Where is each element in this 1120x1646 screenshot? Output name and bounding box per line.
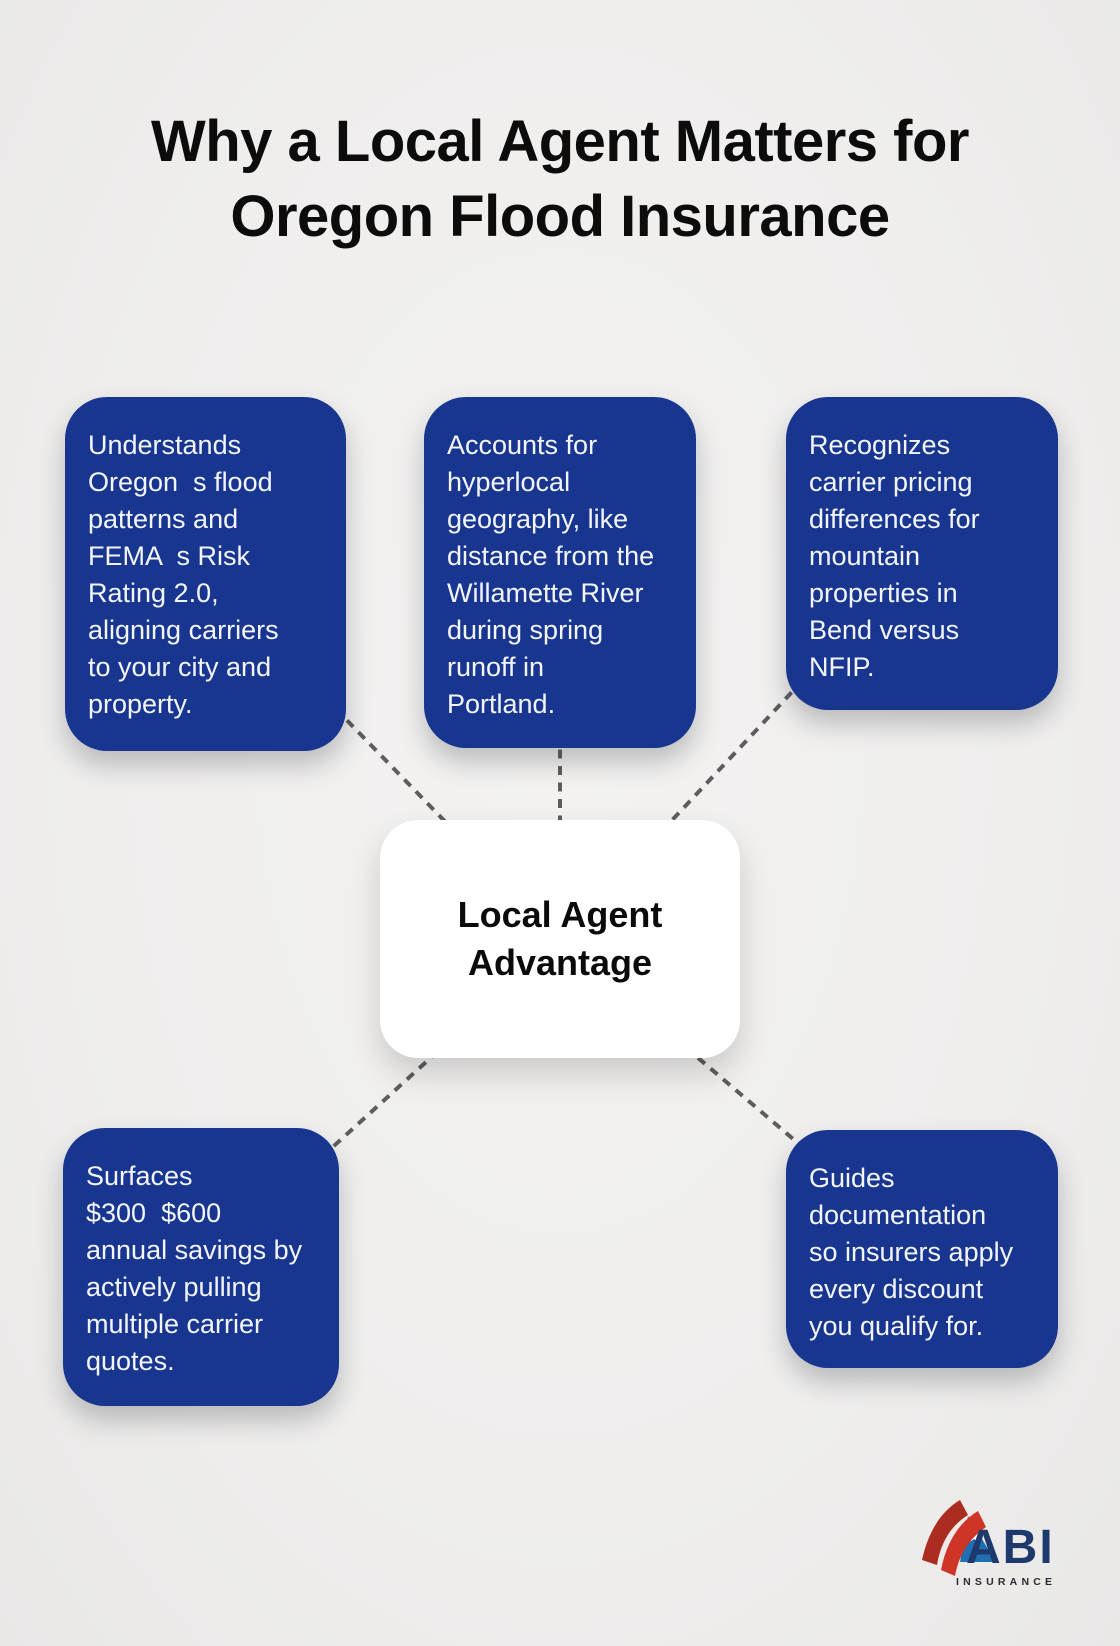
benefit-card-carrier-pricing: Recognizes carrier pricing differences f… [786, 397, 1058, 710]
abi-logo-subtext: INSURANCE [956, 1576, 1057, 1588]
benefit-card-text: Recognizes carrier pricing differences f… [809, 430, 980, 682]
benefit-card-documentation-discounts: Guides documentation so insurers apply e… [786, 1130, 1058, 1368]
abi-logo-text: ABI [966, 1521, 1055, 1574]
benefit-card-annual-savings: Surfaces $300 $600 annual savings by act… [63, 1128, 339, 1406]
benefit-card-text: Surfaces $300 $600 annual savings by act… [86, 1161, 303, 1376]
benefit-card-text: Guides documentation so insurers apply e… [809, 1163, 1014, 1341]
abi-insurance-logo: ABI INSURANCE [920, 1496, 1080, 1598]
central-topic-card: Local Agent Advantage [380, 820, 740, 1058]
benefit-card-hyperlocal-geography: Accounts for hyperlocal geography, like … [424, 397, 696, 748]
page-title: Why a Local Agent Matters for Oregon Flo… [150, 109, 970, 249]
benefit-card-flood-patterns: Understands Oregon s flood patterns and … [65, 397, 346, 751]
benefit-card-text: Accounts for hyperlocal geography, like … [447, 430, 655, 719]
logo-red-stripe-back-icon [922, 1500, 968, 1565]
logo-red-stripe-front-icon [941, 1511, 986, 1576]
abi-logo-mark-icon [922, 1500, 996, 1576]
central-topic-label: Local Agent Advantage [457, 894, 663, 983]
benefit-card-text: Understands Oregon s flood patterns and … [88, 430, 279, 719]
